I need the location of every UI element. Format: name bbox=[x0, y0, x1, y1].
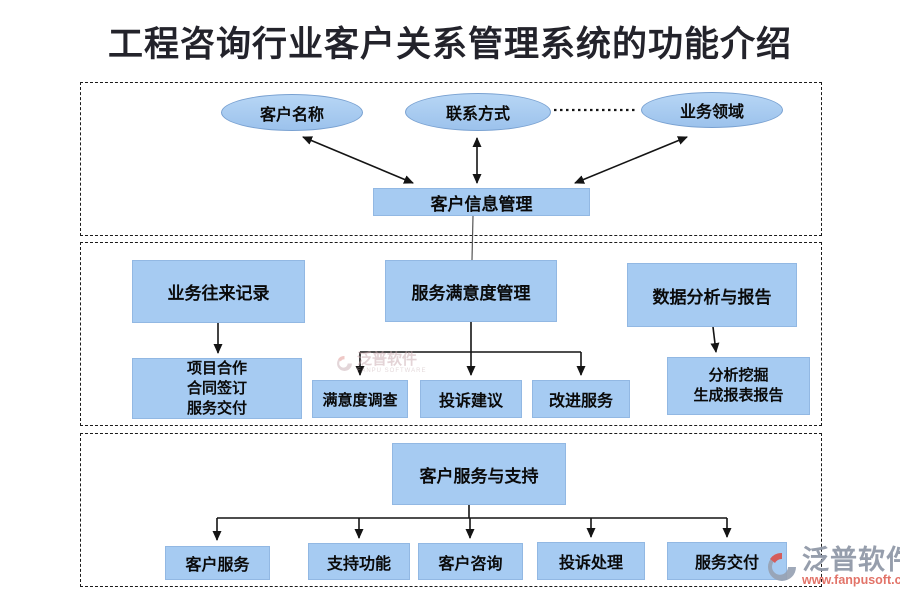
node-satisfaction-survey: 满意度调查 bbox=[312, 380, 408, 418]
node-project-cooperation: 项目合作 合同签订 服务交付 bbox=[132, 358, 302, 419]
fanpu-logo-icon bbox=[768, 552, 796, 581]
node-data-analysis-report-label: 数据分析与报告 bbox=[652, 287, 772, 307]
node-customer-service-support-label: 客户服务与支持 bbox=[419, 466, 539, 486]
ellipse-contact-method: 联系方式 bbox=[405, 93, 551, 131]
node-service-satisfaction-label: 服务满意度管理 bbox=[411, 283, 531, 303]
watermark-bottom-right: 泛普软件 www.fanpusoft.com bbox=[766, 546, 900, 587]
analysis-mining-line2: 生成报表报告 bbox=[693, 387, 784, 404]
node-business-records: 业务往来记录 bbox=[132, 260, 305, 323]
node-customer-consult: 客户咨询 bbox=[418, 543, 523, 580]
watermark-center: 泛普软件 FANPU SOFTWARE bbox=[336, 352, 426, 374]
ellipse-business-field-label: 业务领域 bbox=[679, 104, 744, 121]
ellipse-customer-name-label: 客户名称 bbox=[259, 106, 324, 124]
node-customer-service-label: 客户服务 bbox=[185, 557, 250, 574]
project-cooperation-line1: 项目合作 bbox=[186, 359, 247, 377]
watermark-url: www.fanpusoft.com bbox=[802, 573, 900, 588]
node-support-functions: 支持功能 bbox=[308, 543, 410, 580]
node-support-functions-label: 支持功能 bbox=[326, 555, 391, 573]
node-satisfaction-survey-label: 满意度调查 bbox=[322, 391, 398, 409]
project-cooperation-line3: 服务交付 bbox=[186, 399, 247, 417]
watermark-brand-latin: FANPU SOFTWARE bbox=[357, 367, 427, 374]
node-complaint-handling: 投诉处理 bbox=[537, 542, 645, 580]
node-customer-service: 客户服务 bbox=[165, 546, 270, 580]
node-business-records-label: 业务往来记录 bbox=[167, 284, 270, 303]
section-service-support-frame bbox=[80, 433, 822, 587]
node-service-satisfaction: 服务满意度管理 bbox=[385, 260, 557, 322]
node-complaint-handling-label: 投诉处理 bbox=[558, 555, 623, 572]
ellipse-customer-name: 客户名称 bbox=[221, 94, 363, 131]
analysis-mining-line1: 分析挖掘 bbox=[708, 367, 769, 384]
section-business-modules-frame bbox=[80, 242, 822, 426]
ellipse-business-field: 业务领域 bbox=[641, 92, 783, 128]
watermark-brand-text: 泛普软件 bbox=[357, 351, 418, 368]
node-service-delivery-label: 服务交付 bbox=[694, 555, 759, 572]
node-customer-consult-label: 客户咨询 bbox=[438, 555, 503, 573]
node-improve-service-label: 改进服务 bbox=[548, 393, 613, 410]
node-improve-service: 改进服务 bbox=[532, 380, 630, 418]
node-complaint-suggestion: 投诉建议 bbox=[420, 380, 522, 418]
page-title: 工程咨询行业客户关系管理系统的功能介绍 bbox=[107, 25, 792, 64]
node-analysis-mining: 分析挖掘 生成报表报告 bbox=[667, 357, 810, 415]
node-complaint-suggestion-label: 投诉建议 bbox=[438, 393, 503, 410]
node-customer-info-management-label: 客户信息管理 bbox=[430, 194, 533, 214]
ellipse-contact-method-label: 联系方式 bbox=[445, 106, 510, 123]
node-service-delivery: 服务交付 bbox=[667, 542, 787, 580]
section-customer-info-frame bbox=[80, 82, 822, 236]
watermark-brand-text: 泛普软件 bbox=[802, 545, 900, 575]
node-customer-info-management: 客户信息管理 bbox=[373, 188, 590, 216]
node-customer-service-support: 客户服务与支持 bbox=[392, 443, 566, 505]
project-cooperation-line2: 合同签订 bbox=[186, 379, 247, 397]
node-data-analysis-report: 数据分析与报告 bbox=[627, 263, 797, 327]
fanpu-logo-icon bbox=[337, 355, 352, 371]
